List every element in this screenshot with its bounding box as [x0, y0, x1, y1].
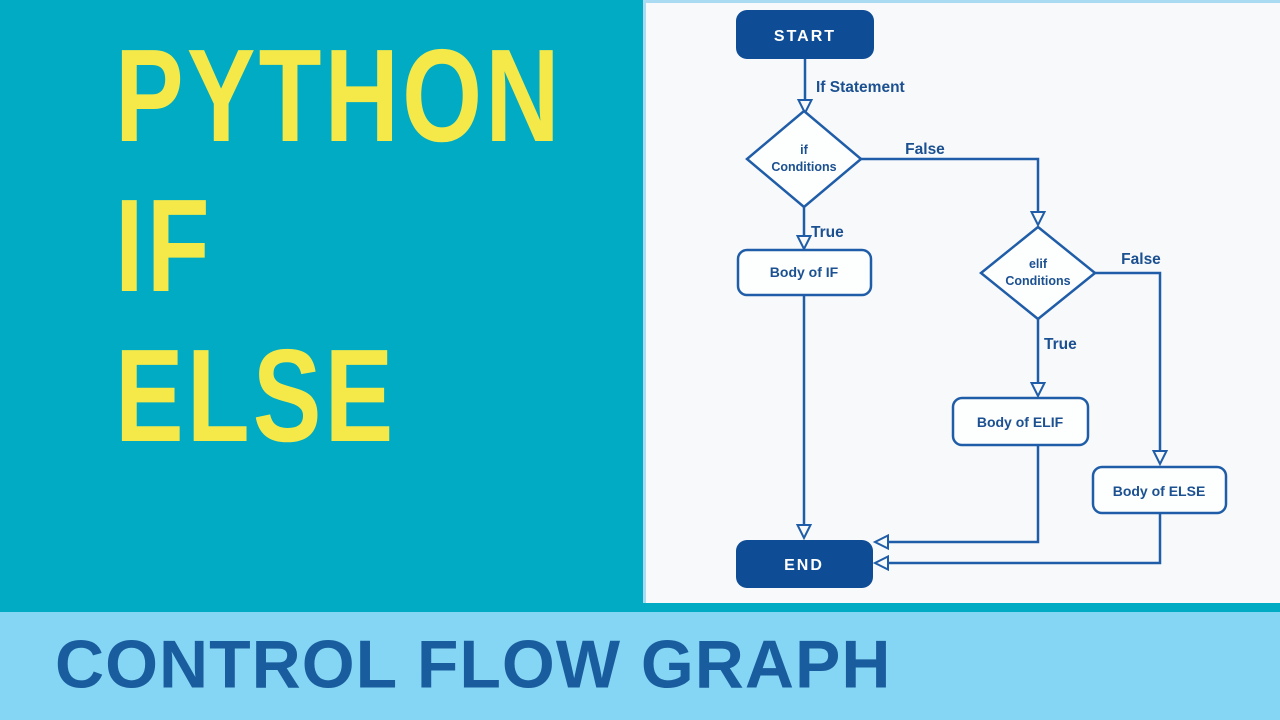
arrowhead-into-end-top — [795, 524, 813, 541]
arrowhead-into-body-if — [795, 235, 813, 252]
arrowhead-into-body-else — [1151, 450, 1169, 467]
body-of-if-label: Body of IF — [770, 264, 839, 280]
body-of-elif-node — [951, 396, 1090, 447]
title-line-else: ELSE — [115, 322, 397, 469]
edge-label-if-statement: If Statement — [816, 79, 905, 96]
edge-body-else-to-end — [889, 513, 1162, 565]
end-node-label: END — [784, 557, 824, 574]
footer-bar: CONTROL FLOW GRAPH — [0, 612, 1280, 720]
if-decision-label-line2: Conditions — [771, 160, 836, 174]
edge-label-if-true: True — [811, 224, 844, 241]
edge-label-elif-false: False — [1121, 251, 1161, 268]
edge-if-false — [861, 157, 1040, 213]
arrowhead-into-end-right-lower — [872, 554, 889, 572]
edge-label-elif-true: True — [1044, 336, 1077, 353]
title-line-python: PYTHON — [115, 22, 563, 169]
if-decision-label-line1: if — [800, 143, 808, 157]
body-of-elif-label: Body of ELIF — [977, 414, 1064, 430]
body-of-else-label: Body of ELSE — [1113, 483, 1206, 499]
start-node — [736, 10, 874, 59]
arrowhead-into-body-elif — [1029, 382, 1047, 399]
start-node-label: START — [774, 28, 836, 45]
footer-title: CONTROL FLOW GRAPH — [55, 626, 892, 703]
arrowhead-into-elif-diamond — [1029, 211, 1047, 228]
elif-decision-label-line1: elif — [1029, 257, 1048, 271]
control-flow-graph: If Statement True False True False START… — [736, 10, 1228, 588]
if-decision-diamond — [745, 109, 863, 209]
arrowhead-into-end-right-upper — [872, 533, 889, 551]
edge-label-if-false: False — [905, 141, 945, 158]
flowchart-panel: If Statement True False True False START… — [643, 0, 1280, 603]
title-line-if: IF — [115, 172, 213, 319]
body-of-else-node — [1091, 465, 1228, 515]
arrowhead-into-if-diamond — [796, 99, 814, 116]
edge-body-elif-to-end — [889, 445, 1040, 544]
body-of-if-node — [736, 248, 873, 297]
elif-decision-diamond — [979, 225, 1097, 321]
elif-decision-label-line2: Conditions — [1005, 274, 1070, 288]
end-node — [736, 540, 873, 588]
edge-elif-false — [1095, 271, 1162, 452]
